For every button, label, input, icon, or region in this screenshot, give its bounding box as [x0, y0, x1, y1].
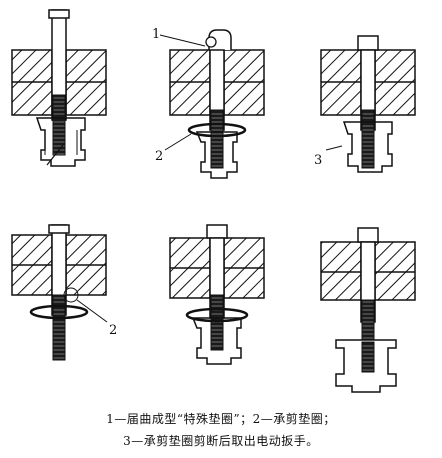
- special-washer-mark: [46, 144, 64, 166]
- leader-1: [159, 34, 206, 47]
- removed-wrench: [335, 339, 397, 393]
- caption-line-1: 1—届曲成型“特殊垫圈”；2—承剪垫圈；: [106, 412, 336, 426]
- panel-3: 3: [314, 35, 416, 173]
- panel-4: 2: [11, 224, 117, 361]
- wrench-inner: [44, 130, 78, 155]
- panel-1: [11, 9, 107, 167]
- bolt-head-top: [48, 9, 70, 19]
- callout-1: 1: [152, 27, 160, 42]
- shear-washer: [187, 122, 247, 138]
- leader-2: [164, 133, 192, 151]
- callout-2a: 2: [155, 149, 163, 164]
- curled-washer: [205, 36, 217, 48]
- callout-2b: 2: [109, 323, 117, 338]
- bolt-thread: [52, 94, 66, 156]
- callout-3: 3: [314, 153, 322, 168]
- panel-2: 1 2: [152, 27, 265, 179]
- bolt-installation-diagram: 1 2 3 2: [11, 9, 416, 393]
- panel-5: [169, 224, 265, 365]
- caption-line-2: 3—承剪垫圈剪断后取出电动扳手。: [123, 434, 319, 448]
- panel-6: [320, 227, 416, 393]
